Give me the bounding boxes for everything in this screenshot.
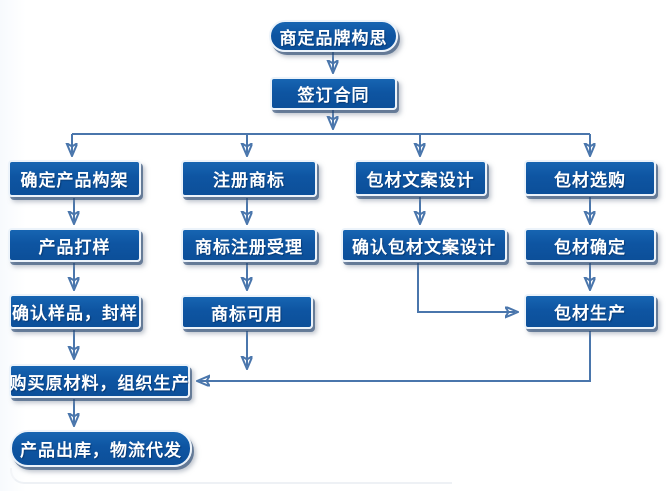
node-trademark-usable: 商标可用 bbox=[181, 295, 313, 329]
node-brand-idea: 商定品牌构思 bbox=[269, 20, 398, 52]
node-confirm-packaging-copy: 确认包材文案设计 bbox=[341, 228, 507, 262]
node-confirm-sample: 确认样品，封样 bbox=[9, 294, 141, 329]
connector-confirmcopy-to-production bbox=[417, 263, 515, 312]
node-packaging-production: 包材生产 bbox=[524, 294, 656, 329]
node-register-trademark: 注册商标 bbox=[181, 160, 317, 197]
node-product-structure: 确定产品构架 bbox=[8, 160, 141, 197]
node-packaging-copy-design: 包材文案设计 bbox=[354, 160, 487, 196]
node-product-delivery: 产品出库，物流代发 bbox=[10, 430, 192, 467]
node-packaging-purchase: 包材选购 bbox=[524, 160, 656, 196]
node-product-sample: 产品打样 bbox=[8, 228, 141, 262]
node-sign-contract: 签订合同 bbox=[270, 77, 397, 110]
node-packaging-confirm: 包材确定 bbox=[524, 228, 656, 262]
connector-production-to-materials bbox=[200, 331, 591, 381]
node-trademark-acceptance: 商标注册受理 bbox=[181, 228, 317, 262]
node-purchase-materials: 购买原材料，组织生产 bbox=[9, 364, 190, 398]
